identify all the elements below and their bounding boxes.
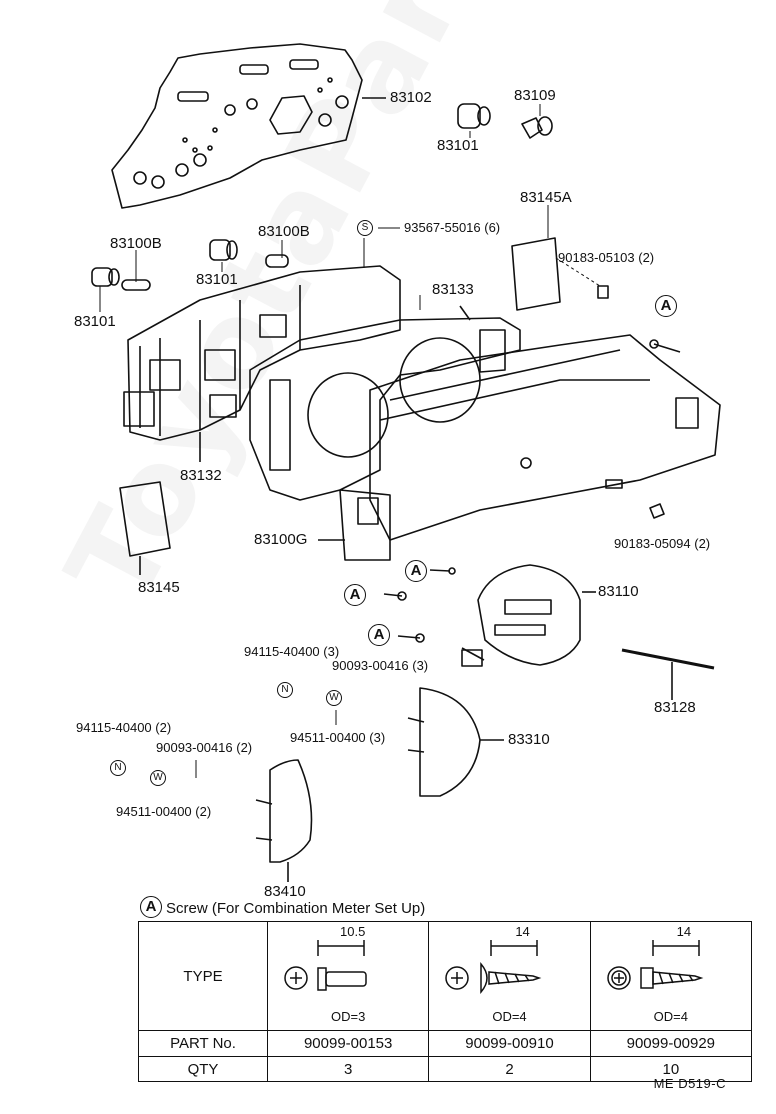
type-cell-2: 14 OD=4 <box>428 921 591 1031</box>
socket-and-bulb-top <box>457 103 553 139</box>
screw-spec-table: TYPE 10.5 OD=3 <box>138 921 753 1082</box>
screw-icon-1 <box>284 940 367 991</box>
leader-lines <box>99 104 601 778</box>
sockets-left <box>91 239 289 291</box>
marker-n-2: N <box>110 760 126 776</box>
qty-cell-2: 2 <box>428 1056 591 1082</box>
label-94115-40400-2: 94115-40400 (2) <box>76 720 172 735</box>
screw-icon-3 <box>606 940 704 990</box>
decals <box>119 237 561 575</box>
label-83100B-left: 83100B <box>110 235 162 252</box>
meter-case <box>123 265 401 462</box>
label-83109: 83109 <box>514 87 556 104</box>
temp-gauge <box>255 759 313 882</box>
label-83101-left: 83101 <box>74 313 116 330</box>
marker-n-1: N <box>277 682 293 698</box>
part-cell-3: 90099-00929 <box>589 1030 753 1057</box>
label-83110: 83110 <box>598 583 639 600</box>
hood-frame <box>249 305 521 501</box>
marker-a-3: A <box>368 624 390 646</box>
od-1: OD=3 <box>331 1009 366 1024</box>
meter-hood <box>318 334 721 561</box>
label-83410: 83410 <box>264 883 306 900</box>
label-94511-00400-3: 94511-00400 (3) <box>290 730 386 745</box>
part-cell-2: 90099-00910 <box>428 1030 591 1057</box>
table-title: Screw (For Combination Meter Set Up) <box>166 900 426 917</box>
marker-a-1: A <box>405 560 427 582</box>
label-90093-00416-3: 90093-00416 (3) <box>332 658 429 673</box>
dim-2: 14 <box>515 924 530 939</box>
label-93567: 93567-55016 (6) <box>404 220 501 235</box>
od-2: OD=4 <box>492 1009 527 1024</box>
part-cell-1: 90099-00153 <box>266 1030 430 1057</box>
qty-cell-3: 10 <box>589 1056 753 1082</box>
label-90093-00416-2: 90093-00416 (2) <box>156 740 253 755</box>
label-83102: 83102 <box>390 89 432 106</box>
dim-3: 14 <box>676 924 692 939</box>
marker-w-1: W <box>326 690 342 706</box>
row-header-qty: QTY <box>138 1056 268 1082</box>
clips-and-screws <box>383 285 681 643</box>
speedometer-cable <box>621 648 715 700</box>
label-83100G: 83100G <box>254 531 308 548</box>
label-83101-top: 83101 <box>437 137 479 154</box>
label-83100B-mid: 83100B <box>258 223 310 240</box>
footer-code: ME D519-C <box>653 1076 726 1091</box>
label-83128: 83128 <box>654 699 696 716</box>
label-83145A: 83145A <box>520 189 572 206</box>
label-83132: 83132 <box>180 467 222 484</box>
marker-a-2: A <box>344 584 366 606</box>
dim-1: 10.5 <box>340 924 366 939</box>
label-90183-05094: 90183-05094 (2) <box>614 536 711 551</box>
label-90183-05103: 90183-05103 (2) <box>558 250 655 265</box>
fuel-gauge <box>407 687 504 797</box>
type-cell-1: 10.5 OD=3 <box>266 921 430 1031</box>
label-83101-mid: 83101 <box>196 271 238 288</box>
od-3: OD=4 <box>653 1009 688 1024</box>
type-cell-3: 14 OD=4 <box>589 921 753 1031</box>
label-83133: 83133 <box>432 281 474 298</box>
marker-s: S <box>357 220 373 236</box>
marker-w-2: W <box>150 770 166 786</box>
marker-a-table: A <box>140 896 162 918</box>
row-header-part: PART No. <box>138 1030 268 1057</box>
label-94115-40400-3: 94115-40400 (3) <box>244 644 340 659</box>
marker-a-right: A <box>655 295 677 317</box>
label-83310: 83310 <box>508 731 550 748</box>
printed-circuit-plate <box>111 43 386 209</box>
screw-icon-2 <box>445 940 542 995</box>
label-83145: 83145 <box>138 579 180 596</box>
qty-cell-1: 3 <box>266 1056 430 1082</box>
label-94511-00400-2: 94511-00400 (2) <box>116 804 212 819</box>
speedometer <box>461 564 596 667</box>
row-header-type: TYPE <box>138 921 268 1031</box>
